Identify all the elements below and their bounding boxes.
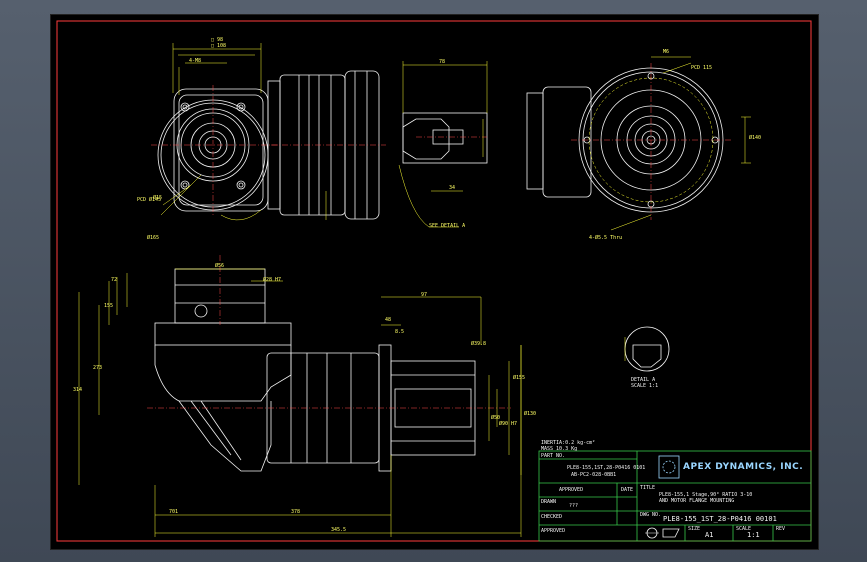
dim-label: □ 98 bbox=[211, 37, 224, 43]
dwg-no: PLE8-155_1ST_28-P0416 00101 bbox=[663, 515, 777, 523]
approved-label: APPROVED bbox=[559, 487, 584, 493]
drawing-frame bbox=[56, 20, 812, 542]
company-name: APEX DYNAMICS, INC. bbox=[683, 462, 804, 472]
mass-note: MASS 10.3 Kg bbox=[541, 446, 578, 452]
dim-label: Ø140 bbox=[749, 135, 762, 141]
dim-label: Ø165 bbox=[147, 235, 160, 241]
dim-label: 378 bbox=[291, 509, 301, 515]
title-line1: PLE8-155,1 Stage,90° RATIO 3-10 bbox=[659, 492, 753, 498]
dim-label: 345.5 bbox=[331, 527, 347, 533]
title-label: TITLE bbox=[640, 485, 656, 491]
dim-label: □ 108 bbox=[211, 43, 227, 49]
date-label: DATE bbox=[621, 487, 634, 493]
dim-label: PCD 115 bbox=[691, 65, 713, 71]
dim-label: 8.5 bbox=[395, 329, 405, 335]
dim-label: 34 bbox=[449, 185, 456, 191]
size-label: SIZE bbox=[688, 526, 701, 532]
dim-label: 97 bbox=[421, 292, 428, 298]
shaft-detail bbox=[402, 112, 488, 164]
dim-label: M6 bbox=[663, 49, 670, 55]
detail-a bbox=[624, 326, 670, 372]
scale-value: 1:1 bbox=[747, 531, 760, 539]
dim-label: 4-Ø5.5 Thru bbox=[589, 235, 623, 241]
detail-callout: SEE DETAIL A bbox=[429, 223, 466, 229]
dim-label: 701 bbox=[169, 509, 179, 515]
dim-label: 78 bbox=[439, 59, 446, 65]
part-no-label: PART NO. bbox=[541, 453, 566, 459]
dim-label: 72 bbox=[111, 277, 118, 283]
drawing-sheet: □ 98 □ 108 4-M8 78 PCD 115 M6 4-Ø5.5 Thr… bbox=[50, 14, 819, 550]
dim-label: Ø130 bbox=[524, 411, 537, 417]
section-view bbox=[154, 268, 476, 472]
dwg-no-label: DWG NO. bbox=[640, 512, 662, 518]
dim-label: 314 bbox=[73, 387, 83, 393]
checked-label: CHECKED bbox=[541, 514, 563, 520]
size-value: A1 bbox=[705, 531, 714, 539]
detail-label: DETAIL A bbox=[631, 377, 656, 383]
scale-label: SCALE bbox=[736, 526, 752, 532]
drawn-value: ??? bbox=[569, 503, 579, 509]
inertia-note: INERTIA:0.2 kg-cm² bbox=[541, 440, 596, 446]
title-block bbox=[538, 450, 812, 542]
dim-label: 4-M8 bbox=[189, 58, 202, 64]
dim-label: Ø155 bbox=[513, 375, 526, 381]
title-line2: AND MOTOR FLANGE MOUNTING bbox=[659, 498, 735, 504]
dim-label: 48 bbox=[385, 317, 392, 323]
detail-scale: SCALE 1:1 bbox=[631, 383, 659, 389]
part-no-value: PLE8-155,1ST,28-P0416 0101 bbox=[567, 465, 646, 471]
dim-label: PCD Ø145 bbox=[137, 197, 162, 203]
dim-label: Ø56 bbox=[215, 263, 225, 269]
dim-label: Ø90 H7 bbox=[499, 421, 518, 427]
dim-label: Ø50 bbox=[491, 415, 501, 421]
part-no-value: AB-PC2-028-0BB1 bbox=[571, 472, 617, 478]
dim-label: 273 bbox=[93, 365, 103, 371]
drawn-label: DRAWN bbox=[541, 499, 557, 505]
cad-drawing bbox=[56, 20, 812, 542]
dim-label: Ø15 bbox=[153, 195, 163, 201]
dim-label: Ø28 H7 bbox=[263, 277, 282, 283]
approved2-label: APPROVED bbox=[541, 528, 566, 534]
dim-label: 155 bbox=[104, 303, 114, 309]
dim-label: Ø39.8 bbox=[471, 341, 487, 347]
rev-label: REV bbox=[776, 526, 786, 532]
